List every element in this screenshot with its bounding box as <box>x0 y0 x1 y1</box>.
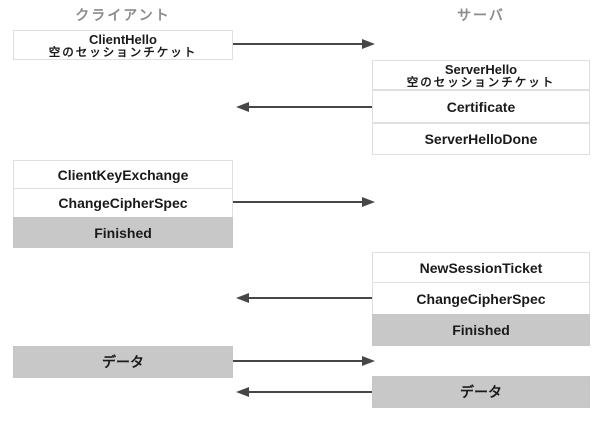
arrow-line <box>247 106 372 108</box>
arrowhead-left-icon <box>236 102 249 112</box>
message-box-server-hello: ServerHello 空のセッションチケット <box>372 60 590 90</box>
message-box-server-hello-done: ServerHelloDone <box>372 123 590 155</box>
message-subtitle: 空のセッションチケット <box>48 47 198 59</box>
message-box-server-change-cipher-spec: ChangeCipherSpec <box>372 282 590 315</box>
message-box-client-hello: ClientHello 空のセッションチケット <box>13 30 233 60</box>
arrow-line <box>233 360 364 362</box>
message-box-server-data: データ <box>372 376 590 408</box>
arrow-line <box>233 201 364 203</box>
arrowhead-right-icon <box>362 356 375 366</box>
message-title: ServerHello <box>444 62 518 77</box>
message-title: ClientHello <box>89 32 157 47</box>
message-box-server-finished: Finished <box>372 314 590 346</box>
arrowhead-right-icon <box>362 39 375 49</box>
arrow-client-to-server-1 <box>233 39 375 49</box>
arrow-client-to-server-2 <box>233 197 375 207</box>
arrowhead-right-icon <box>362 197 375 207</box>
message-box-certificate: Certificate <box>372 90 590 123</box>
arrow-line <box>247 391 372 393</box>
arrow-server-to-client-3 <box>236 387 372 397</box>
arrowhead-left-icon <box>236 293 249 303</box>
message-box-client-finished: Finished <box>13 217 233 248</box>
message-box-client-data: データ <box>13 346 233 378</box>
arrow-client-to-server-3 <box>233 356 375 366</box>
message-box-client-key-exchange: ClientKeyExchange <box>13 160 233 189</box>
arrow-line <box>247 297 372 299</box>
message-box-client-change-cipher-spec: ChangeCipherSpec <box>13 188 233 218</box>
client-column-label: クライアント <box>75 7 171 23</box>
arrow-server-to-client-1 <box>236 102 372 112</box>
arrowhead-left-icon <box>236 387 249 397</box>
server-column-label: サーバ <box>457 7 505 23</box>
arrow-server-to-client-2 <box>236 293 372 303</box>
message-box-new-session-ticket: NewSessionTicket <box>372 252 590 283</box>
message-subtitle: 空のセッションチケット <box>406 77 556 89</box>
arrow-line <box>233 43 364 45</box>
